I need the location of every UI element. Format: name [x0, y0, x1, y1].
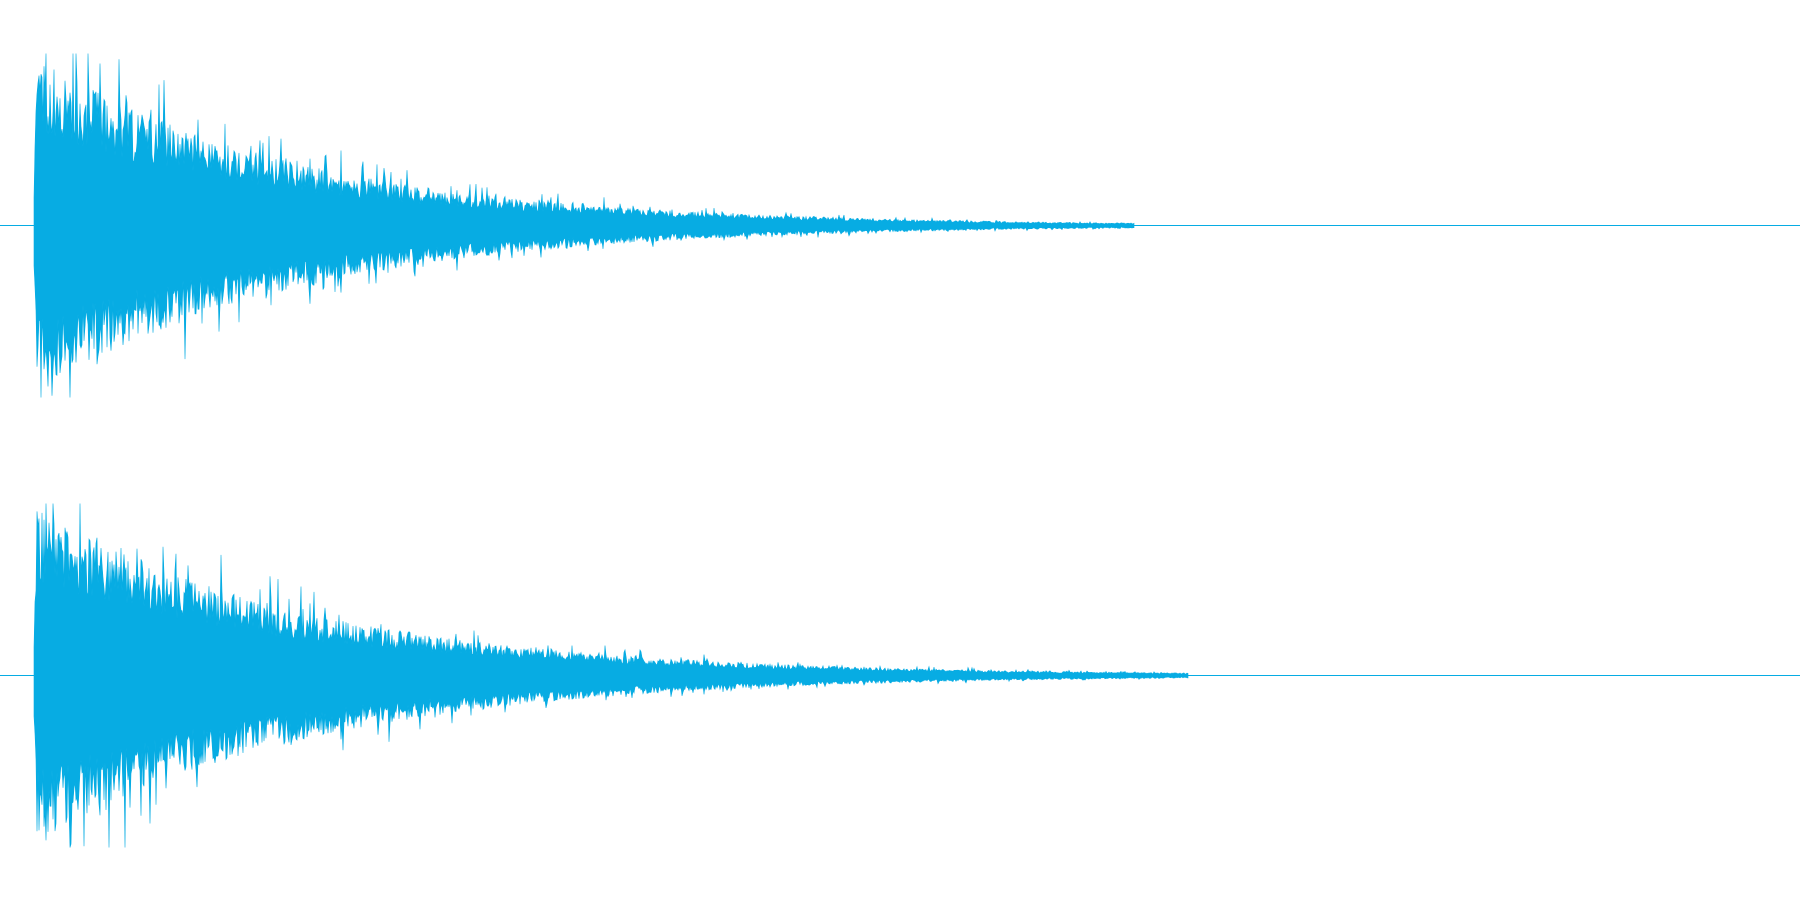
channel-right-waveform — [33, 503, 1189, 848]
channel-left-waveform — [33, 53, 1135, 398]
channel-left[interactable] — [0, 53, 1800, 398]
channel-right[interactable] — [0, 503, 1800, 848]
